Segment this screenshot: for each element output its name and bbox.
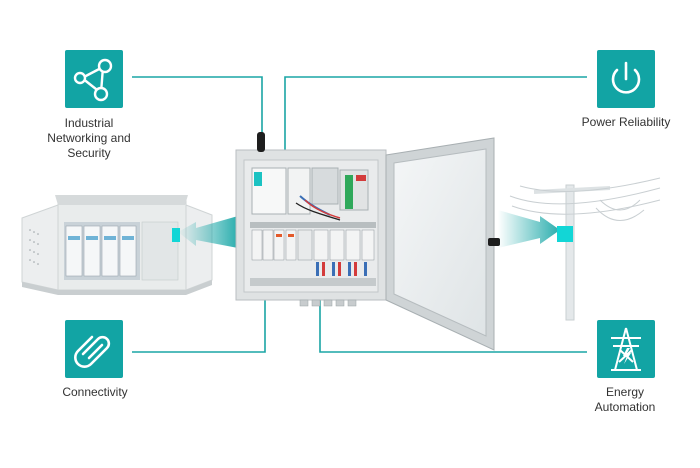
left-flow-arrow: [178, 216, 238, 248]
label-energy-automation: Energy Automation: [594, 385, 656, 414]
right-flow-arrow: [498, 210, 560, 248]
connector-power: [284, 76, 587, 180]
transmission-tower-icon: [597, 320, 655, 378]
label-connectivity: Connectivity: [62, 385, 128, 399]
label-power-reliability: Power Reliability: [581, 115, 671, 129]
power-button-icon: [597, 50, 655, 108]
power-pole: [509, 177, 661, 321]
cabinet-door: [385, 137, 500, 351]
label-networking: Industrial Networking and Security: [47, 116, 131, 160]
network-nodes-icon: [65, 50, 123, 108]
paperclip-link-icon: [65, 320, 123, 378]
substation-cabinet: [21, 195, 213, 295]
control-cabinet: [235, 132, 387, 307]
